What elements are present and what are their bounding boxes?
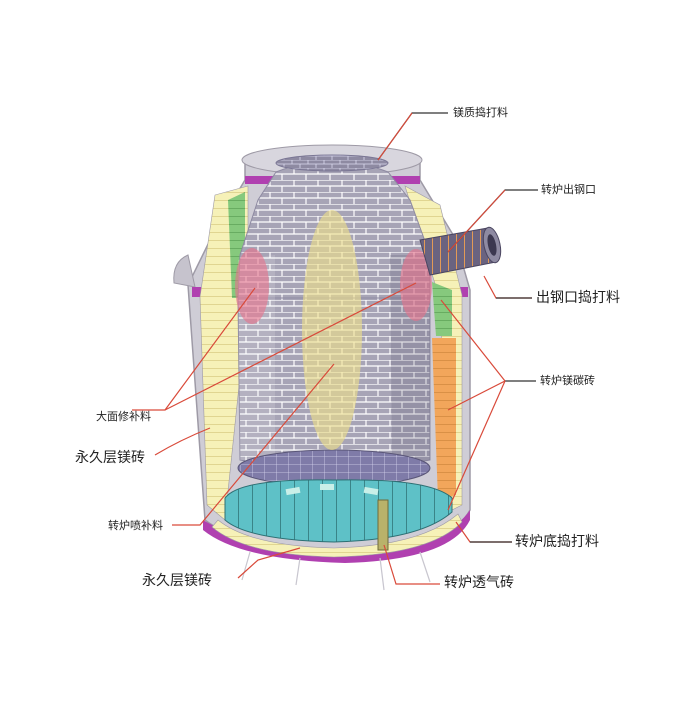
leader-permanent-lower: [237, 547, 301, 579]
bottom-permanent: [211, 513, 463, 558]
red-zone-left: [235, 248, 269, 324]
label-large-repair: 大面修补料: [96, 410, 151, 423]
bottom-lining: [224, 479, 453, 543]
label-tap-hole: 转炉出钢口: [541, 183, 596, 196]
working-lining-right-green: [432, 282, 452, 336]
label-permanent-upper: 永久层镁砖: [75, 450, 145, 466]
porous-plug: [377, 499, 389, 551]
support-lines: [241, 551, 431, 591]
label-mgo-c-brick: 转炉镁碳砖: [540, 374, 595, 387]
floor-tile: [320, 484, 334, 490]
label-gunning: 转炉喷补料: [108, 519, 163, 532]
trunnion-left: [173, 254, 196, 288]
label-magnesia-ramming: 镁质捣打料: [453, 106, 508, 119]
red-zone-right: [400, 249, 432, 321]
label-porous-plug: 转炉透气砖: [444, 575, 514, 591]
mouth-opening: [275, 154, 389, 172]
working-lining-right-orange: [432, 338, 456, 500]
floor-tile: [285, 486, 301, 496]
label-permanent-lower: 永久层镁砖: [142, 573, 212, 589]
leader-gunning: [172, 363, 335, 526]
leader-lines: [132, 112, 538, 585]
leader-permanent-upper: [154, 427, 211, 456]
floor-tile: [363, 486, 379, 496]
label-tap-hole-ramming: 出钢口捣打料: [536, 290, 620, 306]
label-bottom-ramming: 转炉底捣打料: [515, 534, 599, 550]
leader-tap-hole-ramming: [483, 275, 532, 299]
leader-porous-plug: [383, 544, 440, 585]
yellow-zone: [302, 210, 362, 450]
tap-hole-pipe: [419, 226, 502, 276]
